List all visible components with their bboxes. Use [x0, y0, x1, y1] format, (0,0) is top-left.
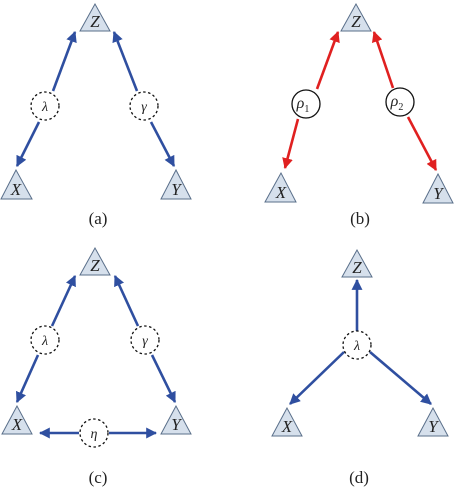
vertex-y-triangle: [422, 172, 454, 204]
caption-b: (b): [350, 209, 370, 228]
vertex-z-label: Z: [90, 12, 100, 31]
edge-lambda-to-x: [15, 354, 40, 403]
vertex-y-triangle: [417, 406, 449, 437]
caption-d: (d): [349, 468, 369, 487]
edge-lambda-to-z: [51, 30, 77, 92]
edge-gamma-to-z: [113, 275, 140, 327]
vertex-z-triangle: [79, 246, 111, 276]
latent-node-eta: [79, 418, 109, 448]
latent-label-rho-2: ρ2: [390, 93, 404, 113]
vertex-z-label: Z: [351, 12, 361, 31]
vertex-z-label: Z: [352, 258, 362, 277]
latent-label-lambda: λ: [353, 339, 360, 354]
latent-label-gamma: γ: [142, 334, 148, 349]
vertex-y-label: Y: [433, 184, 444, 203]
vertex-y-label: Y: [428, 417, 439, 436]
latent-node-rho-1: [291, 89, 321, 119]
latent-node-gamma: [130, 325, 160, 355]
edge-rho1-to-z: [315, 30, 340, 90]
panel-d: Z X Y λ (d): [271, 248, 449, 487]
panel-a: Z X Y λ γ (a): [0, 2, 192, 228]
vertex-x-label: X: [275, 183, 287, 202]
panel-c: Z X Y λ γ η (c): [1, 246, 192, 487]
vertex-y-label: Y: [171, 415, 182, 434]
latent-node-lambda: [30, 325, 60, 355]
latent-node-lambda: [30, 91, 60, 121]
vertex-x-triangle: [0, 168, 33, 200]
latent-node-lambda: [342, 330, 372, 360]
latent-label-lambda: λ: [41, 334, 48, 349]
vertex-z-label: Z: [90, 256, 100, 275]
edge-lambda-to-y: [369, 351, 432, 405]
latent-label-lambda: λ: [41, 100, 48, 115]
caption-c: (c): [89, 468, 108, 487]
edge-gamma-to-z: [112, 30, 139, 92]
edge-rho2-to-z: [371, 30, 395, 89]
edge-rho1-to-x: [282, 118, 300, 170]
latent-node-rho-2: [385, 87, 415, 117]
vertex-z-triangle: [341, 248, 373, 278]
vertex-x-label: X: [281, 417, 293, 436]
vertex-y-label: Y: [171, 180, 182, 199]
vertex-x-label: X: [10, 180, 22, 199]
edge-gamma-to-y: [150, 354, 177, 403]
vertex-x-triangle: [271, 406, 303, 437]
vertex-y-triangle: [160, 404, 192, 435]
panel-b: Z X Y ρ1 ρ2 (b): [264, 2, 454, 228]
latent-node-gamma: [129, 91, 159, 121]
latent-label-rho-1: ρ1: [296, 95, 310, 115]
latent-label-eta: η: [91, 427, 98, 442]
vertex-x-triangle: [1, 404, 33, 435]
edge-lambda-to-x: [289, 351, 345, 405]
edge-gamma-to-y: [149, 121, 176, 167]
latent-label-gamma: γ: [141, 100, 147, 115]
caption-a: (a): [89, 209, 108, 228]
vertex-z-triangle: [340, 2, 372, 32]
edge-lambda-to-x: [15, 121, 41, 167]
vertex-z-triangle: [79, 2, 111, 32]
edge-rho2-to-y: [406, 116, 438, 171]
vertex-x-triangle: [264, 171, 297, 203]
vertex-x-label: X: [11, 415, 23, 434]
vertex-y-triangle: [160, 168, 192, 200]
edge-lambda-to-z: [50, 275, 77, 327]
